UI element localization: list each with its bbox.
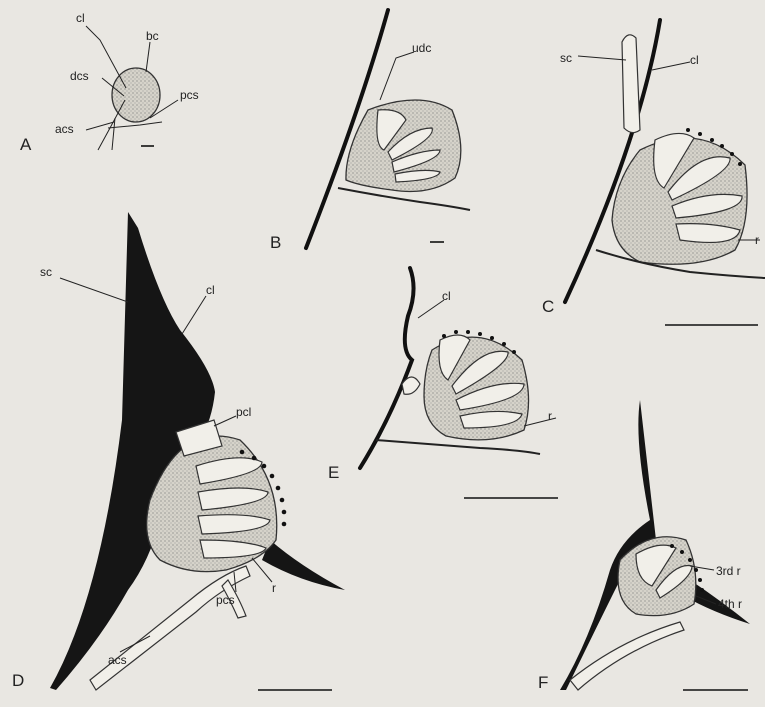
label-a-bc: bc (146, 29, 159, 43)
panel-c-scapula (622, 35, 640, 133)
label-d-acs: acs (108, 653, 127, 667)
label-b-udc: udc (412, 41, 431, 55)
panel-a-leader-bc (146, 42, 150, 72)
panel-e: cl r E (328, 268, 558, 498)
panel-d: sc cl pcl r pcs acs D (12, 212, 345, 690)
label-e-cl: cl (442, 289, 451, 303)
panel-a-coracoid (108, 122, 162, 128)
panel-d-leader-sc (60, 278, 128, 302)
label-f-4th-r: 4th r (718, 597, 742, 611)
panel-f: 3rd r 4th r F (538, 400, 750, 692)
label-d-pcl: pcl (236, 405, 251, 419)
panel-c-leader-cl (652, 62, 690, 70)
panel-e-coracoid (376, 440, 540, 454)
label-d-sc: sc (40, 265, 52, 279)
label-c-r: r (755, 233, 759, 247)
panel-e-letter: E (328, 463, 339, 482)
label-a-dcs: dcs (70, 69, 89, 83)
panel-a: cl bc dcs pcs acs A (20, 11, 199, 154)
panel-c: sc cl r C (542, 20, 765, 325)
label-d-r: r (272, 581, 276, 595)
panel-c-letter: C (542, 297, 554, 316)
label-a-acs: acs (55, 122, 74, 136)
panel-b: udc B (270, 10, 470, 252)
panel-b-leader-udc (380, 52, 414, 100)
label-d-pcs: pcs (216, 593, 235, 607)
panel-f-coracoid (570, 622, 684, 690)
label-d-cl: cl (206, 283, 215, 297)
panel-c-leader-sc (578, 56, 626, 60)
panel-d-leader-pcl (214, 416, 236, 426)
label-c-sc: sc (560, 51, 572, 65)
panel-f-letter: F (538, 673, 548, 692)
panel-e-cleithrum (360, 268, 414, 468)
label-e-r: r (548, 409, 552, 423)
panel-d-leader-cl (182, 296, 206, 334)
label-a-cl: cl (76, 11, 85, 25)
panel-e-leader-cl (418, 300, 444, 318)
label-a-pcs: pcs (180, 88, 199, 102)
panel-d-letter: D (12, 671, 24, 690)
label-c-cl: cl (690, 53, 699, 67)
label-f-3rd-r: 3rd r (716, 564, 741, 578)
panel-a-letter: A (20, 135, 32, 154)
panel-b-letter: B (270, 233, 281, 252)
